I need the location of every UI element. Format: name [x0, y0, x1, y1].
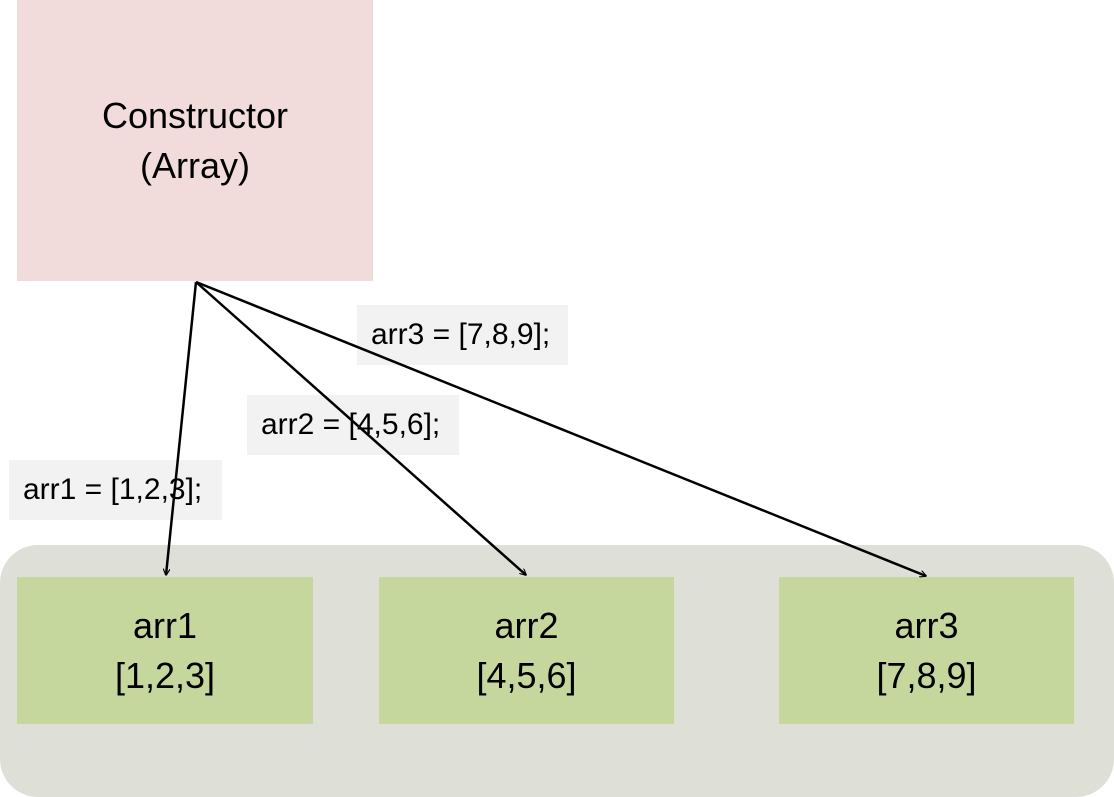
- instance-name: arr1: [132, 604, 198, 646]
- edge-label-arr3: arr3 = [7,8,9];: [357, 305, 568, 365]
- instance-node-arr2: arr2 [4,5,6]: [379, 577, 674, 724]
- instance-name: arr3: [894, 604, 959, 646]
- instance-value: [7,8,9]: [876, 654, 977, 696]
- edge-label-arr1: arr1 = [1,2,3];: [9, 460, 222, 520]
- instance-value: [1,2,3]: [114, 654, 216, 696]
- instance-value: [4,5,6]: [476, 654, 577, 696]
- edge-label-arr2: arr2 = [4,5,6];: [247, 395, 459, 455]
- constructor-title: Constructor: [101, 94, 289, 136]
- instance-node-arr1: arr1 [1,2,3]: [17, 577, 313, 724]
- instance-name: arr2: [494, 604, 559, 646]
- instance-node-arr3: arr3 [7,8,9]: [779, 577, 1074, 724]
- constructor-subtitle: (Array): [140, 144, 250, 186]
- arrow-to-arr1: [166, 281, 198, 575]
- constructor-node: Constructor (Array): [17, 0, 373, 281]
